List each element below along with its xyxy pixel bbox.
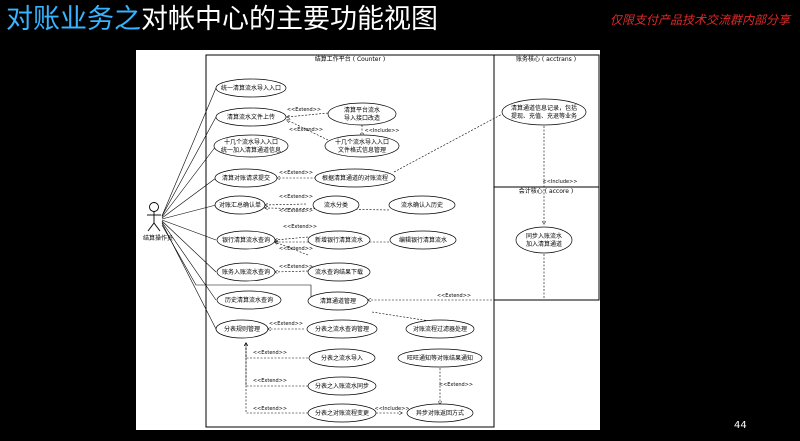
actor-head <box>149 202 159 212</box>
svg-text:清算对账请求提交: 清算对账请求提交 <box>222 174 270 182</box>
relation-label: <<Include>> <box>543 179 578 185</box>
svg-text:旺旺通知等对账结果通知: 旺旺通知等对账结果通知 <box>407 354 473 362</box>
relation-label: <<Extend>> <box>437 293 471 299</box>
relation-label: <<Extend>> <box>283 224 317 230</box>
use-case-diagram: 结算工作平台 ( Counter ) 账务核心 ( acctrans ) 会计核… <box>136 50 600 430</box>
use-case-unified-import-entry: 统一清算流水导入入口 <box>215 78 287 98</box>
use-case-sync-posting-channel: 同步入账流水 加入清算通道 <box>515 226 573 254</box>
use-case-sharding-flow-change: 分表之对账流程变更 <box>307 403 377 423</box>
relation-label: <<Extend>> <box>253 406 287 412</box>
svg-text:提现、充值、充退等业务: 提现、充值、充退等业务 <box>511 112 577 120</box>
svg-text:分表之入账流水同步: 分表之入账流水同步 <box>315 382 369 390</box>
svg-text:统一加入清算通道信息: 统一加入清算通道信息 <box>221 146 281 154</box>
svg-text:对账汇总确认单: 对账汇总确认单 <box>219 201 261 209</box>
use-case-reconcile-request: 清算对账请求提交 <box>214 168 278 188</box>
use-case-channel-reconcile-flow: 根据清算通道的对账流程 <box>314 168 396 188</box>
use-cases: 统一清算流水导入入口 清算流水文件上传 清算平台流水 导入接口改造 十几个流水导… <box>213 78 587 423</box>
use-case-reconcile-filter: 对账流程过滤器处理 <box>405 319 475 339</box>
use-case-file-upload: 清算流水文件上传 <box>215 107 287 127</box>
svg-text:对账流程过滤器处理: 对账流程过滤器处理 <box>413 325 467 333</box>
relation-label: <<Extend>> <box>269 321 303 327</box>
use-case-file-format-management: 十几个流水导入入口 文件格式信息管理 <box>324 134 400 158</box>
relation-label: <<Extend>> <box>289 127 323 133</box>
association-lines <box>161 87 312 330</box>
svg-text:编辑银行清算流水: 编辑银行清算流水 <box>399 236 447 244</box>
relation-lines <box>246 112 544 413</box>
use-case-channel-management: 清算通道管理 <box>307 291 369 311</box>
use-case-history-flow-query: 历史清算流水查询 <box>216 290 282 310</box>
slide-subtitle: 仅限支付产品技术交流群内部分享 <box>609 13 790 27</box>
use-case-entries-channel-info: 十几个流水导入入口 统一加入清算通道信息 <box>213 134 289 158</box>
svg-text:加入清算通道: 加入清算通道 <box>526 240 562 248</box>
svg-text:根据清算通道的对账流程: 根据清算通道的对账流程 <box>322 174 388 182</box>
svg-text:历史清算流水查询: 历史清算流水查询 <box>225 296 273 304</box>
boundary-accore: 会计核心 ( accore ) <box>493 186 600 301</box>
svg-text:文件格式信息管理: 文件格式信息管理 <box>338 146 386 154</box>
svg-text:十几个流水导入入口: 十几个流水导入入口 <box>335 138 389 146</box>
actor-settlement-operator: 结算操作员 <box>143 202 173 242</box>
actor-label: 结算操作员 <box>143 234 173 242</box>
use-case-sharding-rule-management: 分表规则管理 <box>215 319 269 339</box>
use-case-sharding-flow-query: 分表之流水查询管理 <box>306 319 378 339</box>
svg-text:流水查询结果下载: 流水查询结果下载 <box>315 268 363 276</box>
svg-text:统一清算流水导入入口: 统一清算流水导入入口 <box>221 84 281 92</box>
relation-labels: <<Extend>> <<Extend>> <<Include>> <<Exte… <box>253 107 578 412</box>
boundary-acctrans-label: 账务核心 ( acctrans ) <box>516 55 576 63</box>
svg-text:十几个流水导入入口: 十几个流水导入入口 <box>224 138 278 146</box>
svg-text:导入接口改造: 导入接口改造 <box>344 114 380 122</box>
relation-label: <<Extend>> <box>253 378 287 384</box>
use-case-flow-classification: 流水分类 <box>312 195 360 215</box>
boundary-counter-label: 结算工作平台 ( Counter ) <box>315 55 385 63</box>
use-case-posting-flow-query: 账务入账流水查询 <box>216 262 276 282</box>
slide-title-blue: 对账业务之 <box>6 4 141 35</box>
use-case-add-bank-flow: 新增银行清算流水 <box>307 230 371 250</box>
use-case-edit-bank-flow: 编辑银行清算流水 <box>389 230 457 250</box>
use-case-reconcile-summary: 对账汇总确认单 <box>214 195 266 215</box>
use-case-bank-flow-query: 银行清算流水查询 <box>216 230 276 250</box>
svg-text:异步对账返回方式: 异步对账返回方式 <box>416 409 464 417</box>
relation-label: <<Extend>> <box>439 382 473 388</box>
svg-text:账务入账流水查询: 账务入账流水查询 <box>222 268 270 276</box>
page-number: 44 <box>734 420 747 431</box>
use-case-channel-info-record: 清算通道信息记录，包括 提现、充值、充退等业务 <box>501 98 587 126</box>
svg-text:分表规则管理: 分表规则管理 <box>224 325 260 333</box>
relation-label: <<Include>> <box>375 406 410 412</box>
svg-text:清算平台流水: 清算平台流水 <box>344 106 380 114</box>
relation-label: <<Extend>> <box>253 350 287 356</box>
svg-text:分表之流水查询管理: 分表之流水查询管理 <box>315 325 369 333</box>
slide-title: 对账业务之对帐中心的主要功能视图 <box>6 2 438 38</box>
svg-text:同步入账流水: 同步入账流水 <box>526 232 562 240</box>
relation-label: <<Extend>> <box>279 194 313 200</box>
relation-label: <<Extend>> <box>287 107 321 113</box>
use-case-query-result-download: 流水查询结果下载 <box>307 262 371 282</box>
svg-text:清算通道信息记录，包括: 清算通道信息记录，包括 <box>511 104 577 112</box>
relation-label: <<Extend>> <box>279 208 313 214</box>
svg-text:银行清算流水查询: 银行清算流水查询 <box>222 236 270 244</box>
relation-label: <<Extend>> <box>279 170 313 176</box>
actor-right-leg <box>153 222 161 232</box>
relation-label: <<Extend>> <box>279 246 313 252</box>
svg-text:新增银行清算流水: 新增银行清算流水 <box>315 236 363 244</box>
use-case-sharding-posting-sync: 分表之入账流水同步 <box>307 376 377 396</box>
use-case-flow-confirm-history: 流水确认入历史 <box>388 195 456 215</box>
slide-title-white: 对帐中心的主要功能视图 <box>141 4 438 35</box>
svg-text:流水确认入历史: 流水确认入历史 <box>401 201 443 209</box>
relation-label: <<Include>> <box>365 128 400 134</box>
svg-text:清算通道管理: 清算通道管理 <box>320 297 356 305</box>
relation-label: <<Extend>> <box>279 264 313 270</box>
use-case-sharding-flow-import: 分表之流水导入 <box>308 348 376 368</box>
boundary-accore-label: 会计核心 ( accore ) <box>519 187 573 195</box>
actor-left-leg <box>147 222 155 232</box>
svg-text:分表之对账流程变更: 分表之对账流程变更 <box>315 409 369 417</box>
use-case-platform-import-interface: 清算平台流水 导入接口改造 <box>327 102 397 126</box>
svg-text:分表之流水导入: 分表之流水导入 <box>321 354 363 362</box>
use-case-async-reconcile-return: 异步对账返回方式 <box>406 403 474 423</box>
svg-text:流水分类: 流水分类 <box>324 201 348 209</box>
svg-text:清算流水文件上传: 清算流水文件上传 <box>227 113 275 121</box>
use-case-reconcile-notification: 旺旺通知等对账结果通知 <box>397 348 483 368</box>
